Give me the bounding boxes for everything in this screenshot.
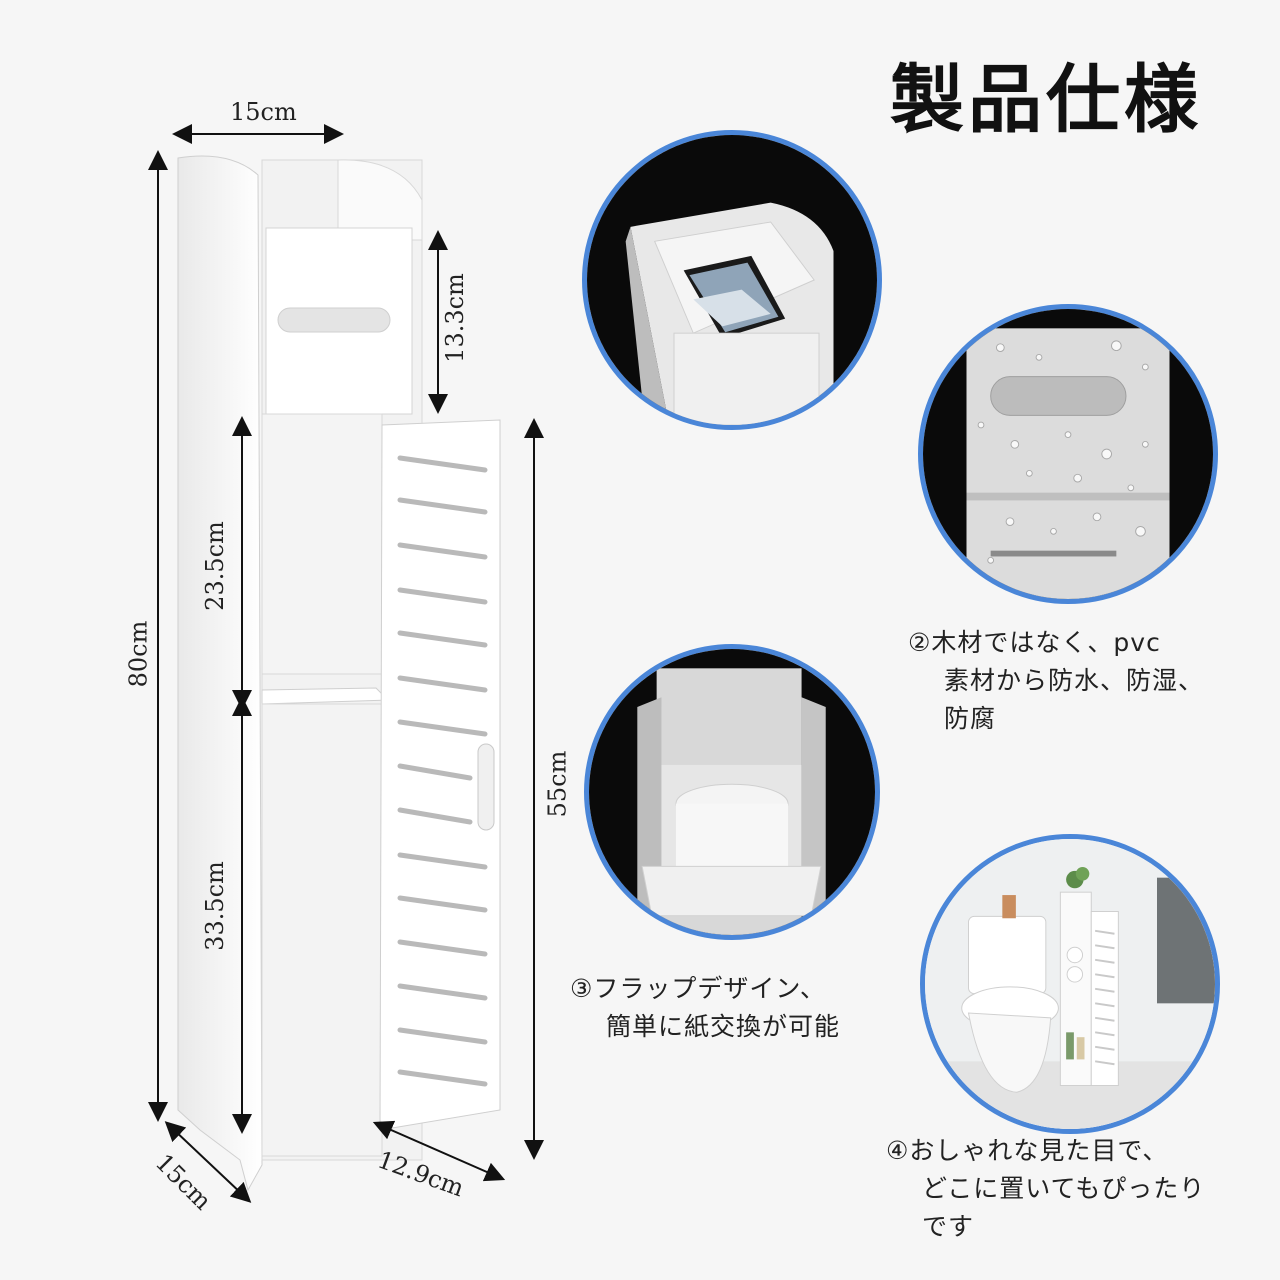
feature-line: 簡単に紙交換が可能	[606, 1012, 841, 1041]
feature-line: ②木材ではなく、pvc	[908, 628, 1161, 657]
page-title: 製品仕様	[890, 57, 1202, 143]
dim-lower-height: 33.5cm	[200, 861, 229, 951]
detail-circle-waterproof	[918, 304, 1218, 604]
feature-line: どこに置いてもぴったり	[922, 1174, 1206, 1203]
detail-circle-bathroom	[920, 834, 1220, 1134]
detail-circle-flap	[584, 644, 880, 940]
dim-door-height: 55cm	[543, 750, 572, 818]
dim-middle-height: 23.5cm	[200, 521, 229, 611]
cabinet-illustration	[148, 124, 544, 1203]
feature-stylish: ④おしゃれな見た目で、 どこに置いてもぴったり です	[886, 1132, 1205, 1246]
detail-circle-top	[582, 130, 882, 430]
feature-line: 防腐	[944, 704, 997, 733]
dim-top-width: 15cm	[230, 98, 297, 126]
top-shelf-phone-image	[587, 135, 877, 425]
dim-total-height: 80cm	[124, 620, 153, 688]
feature-waterproof: ②木材ではなく、pvc 素材から防水、防湿、 防腐	[908, 624, 1204, 738]
flap-paper-roll-image	[589, 649, 875, 935]
feature-line: です	[922, 1212, 975, 1241]
water-drops-image	[923, 309, 1213, 599]
feature-line: ③フラップデザイン、	[570, 974, 826, 1003]
feature-flap: ③フラップデザイン、 簡単に紙交換が可能	[570, 970, 840, 1046]
bathroom-scene-image	[925, 839, 1215, 1129]
feature-line: ④おしゃれな見た目で、	[886, 1136, 1169, 1165]
feature-line: 素材から防水、防湿、	[944, 666, 1205, 695]
dim-upper-height: 13.3cm	[440, 273, 469, 363]
